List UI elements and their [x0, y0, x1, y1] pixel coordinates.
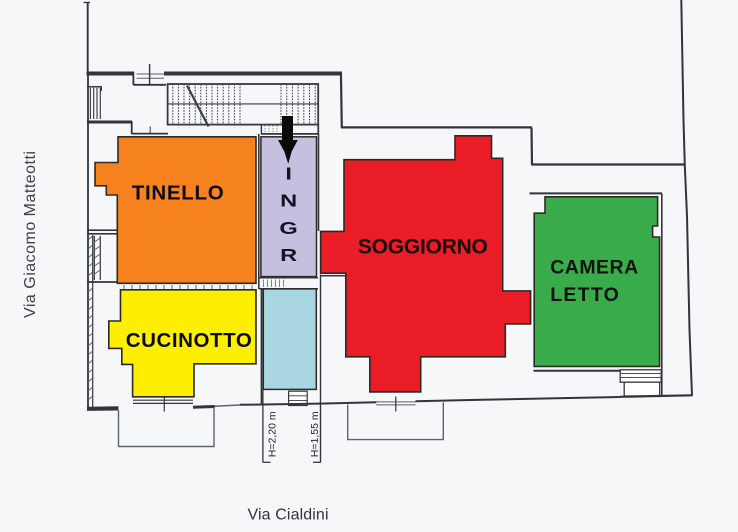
- svg-text:LETTO: LETTO: [550, 284, 619, 306]
- svg-text:TINELLO: TINELLO: [132, 181, 224, 204]
- svg-text:G: G: [279, 219, 297, 238]
- svg-text:CAMERA: CAMERA: [550, 257, 638, 279]
- svg-text:H=1,55 m: H=1,55 m: [309, 411, 321, 457]
- svg-text:CUCINOTTO: CUCINOTTO: [126, 329, 252, 352]
- svg-text:SOGGIORNO: SOGGIORNO: [358, 236, 488, 259]
- svg-text:I: I: [285, 164, 292, 183]
- svg-text:Via Giacomo Matteotti: Via Giacomo Matteotti: [22, 151, 39, 318]
- svg-text:Via Cialdini: Via Cialdini: [248, 506, 329, 523]
- svg-text:N: N: [280, 191, 297, 210]
- svg-text:H=2,20 m: H=2,20 m: [267, 411, 279, 457]
- svg-text:R: R: [280, 246, 297, 265]
